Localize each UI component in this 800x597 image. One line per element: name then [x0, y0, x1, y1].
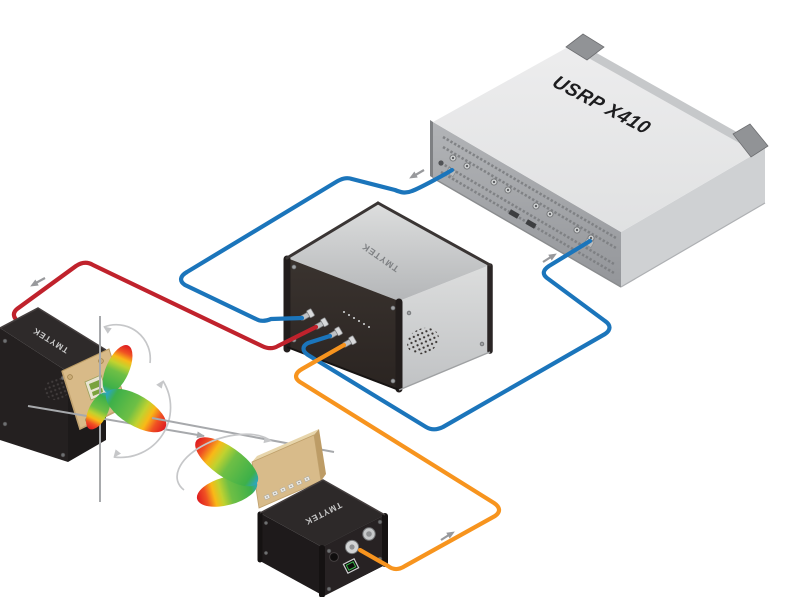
panel-connector-row — [263, 475, 311, 501]
tx-rotation-arcs — [103, 323, 172, 459]
rx-array-antenna-panel — [251, 429, 326, 509]
tx-converter-assembly: TMYTEK — [0, 307, 128, 462]
usrp-front-face — [433, 122, 621, 287]
panel-top-edge — [252, 429, 319, 462]
usrp-rack-ear-left — [565, 33, 605, 61]
tx-side-lobe — [85, 392, 111, 430]
tx-radiation-lobes — [85, 345, 167, 433]
cable-red-rf-tx — [11, 260, 319, 351]
usrp-x410-chassis: USRP X410 — [430, 33, 769, 288]
usrp-rear-rail — [569, 42, 765, 153]
rxbox-screws — [263, 519, 383, 592]
cable-orange-rf-rx — [294, 342, 502, 572]
udbox-corner-pillars — [283, 201, 493, 393]
tx-beam-axis — [27, 405, 205, 437]
txbox-top-edge — [0, 307, 107, 351]
flow-arrow-tx-rf — [28, 277, 46, 290]
txbox-left-face — [0, 328, 68, 462]
rx-rotation-arc — [176, 433, 272, 491]
usrp-sma-ports — [438, 154, 595, 242]
usrp-top-face — [433, 42, 765, 232]
rx-converter-box: TMYTEK — [257, 479, 388, 597]
usrp-right-face — [621, 148, 765, 287]
udbox-right-bottom-edge — [398, 351, 491, 391]
usrp-right-bottom-edge — [620, 202, 766, 288]
flow-arrow-tx-if — [407, 169, 425, 182]
rxbox-ethernet-port — [342, 558, 360, 574]
flow-arrow-rx-rf — [440, 528, 457, 541]
rxbox-n-connector-center — [366, 531, 372, 537]
usrp-left-edge — [430, 120, 433, 178]
rxbox-knob — [329, 552, 339, 562]
signal-flow-arrows — [28, 169, 559, 541]
flange-edge-shade — [61, 370, 128, 431]
usrp-rack-ear-right — [732, 123, 769, 158]
udbox-vent-grille — [407, 327, 439, 355]
txbox-top-face — [0, 308, 106, 372]
rxbox-left-face — [260, 513, 322, 595]
tx-main-lobe — [105, 388, 167, 433]
panel-right-edge — [314, 429, 326, 481]
rxbox-top-edge — [259, 479, 386, 516]
azimuth-rotation-arc — [113, 380, 172, 459]
elevation-rotation-arc — [103, 323, 152, 364]
usrp-front-bottom-edge — [432, 177, 622, 288]
usrp-io-port — [525, 219, 537, 229]
tx-upper-lobe — [102, 345, 133, 394]
rx-radiation-lobes — [195, 437, 259, 507]
rxbox-corner-pillars — [257, 511, 388, 597]
txbox-vent-grille — [44, 377, 70, 401]
udbox-led-row — [342, 310, 371, 329]
cable-blue-if-tx — [179, 167, 455, 323]
usrp-io-port — [508, 209, 520, 219]
rx-upper-lobe — [195, 437, 259, 487]
udbox-right-face — [399, 265, 490, 390]
flow-arrow-rx-if — [542, 250, 559, 263]
usrp-front-hole — [438, 160, 444, 166]
cable-blue-if-rx — [301, 238, 612, 432]
